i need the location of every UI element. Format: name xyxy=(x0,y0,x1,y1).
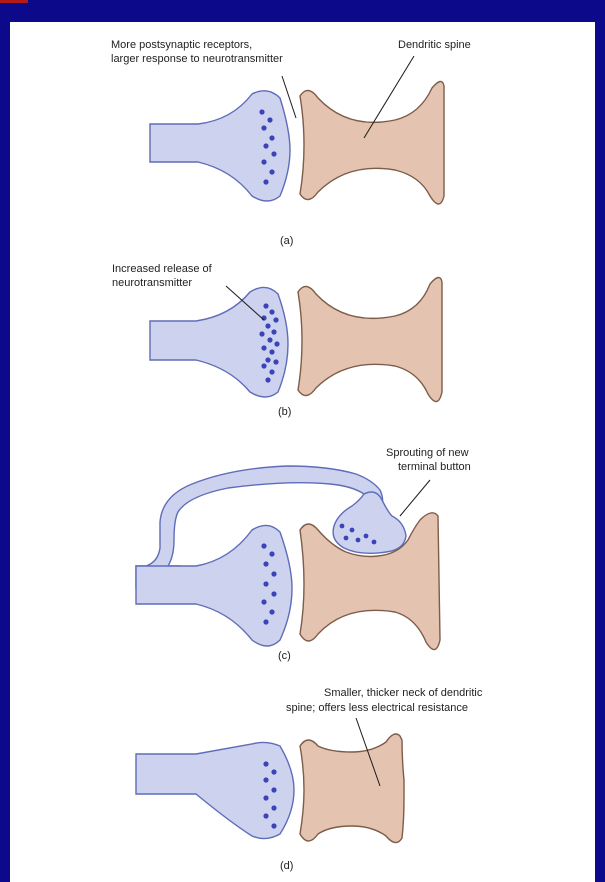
caption-b: (b) xyxy=(278,406,291,418)
vesicle xyxy=(269,349,274,354)
dendritic-spine-d xyxy=(300,734,404,843)
panel-c: Sprouting of new terminal button (c) xyxy=(136,447,471,662)
vesicle xyxy=(271,571,276,576)
vesicle xyxy=(261,125,266,130)
pointer-line-sprouting xyxy=(400,480,430,516)
dendritic-spine-b xyxy=(298,277,442,401)
label-sprouting-line1: Sprouting of new xyxy=(386,447,469,459)
vesicle xyxy=(263,303,268,308)
vesicle xyxy=(265,377,270,382)
vesicle xyxy=(265,357,270,362)
label-neck-line1: Smaller, thicker neck of dendritic xyxy=(324,687,483,699)
caption-a: (a) xyxy=(280,235,293,247)
dendritic-spine-a xyxy=(300,81,444,204)
vesicle xyxy=(261,543,266,548)
panel-a: More postsynaptic receptors, larger resp… xyxy=(111,39,471,247)
vesicle xyxy=(263,795,268,800)
vesicle xyxy=(263,581,268,586)
vesicle xyxy=(263,179,268,184)
vesicle xyxy=(273,359,278,364)
panel-d: Smaller, thicker neck of dendritic spine… xyxy=(136,687,483,872)
vesicle xyxy=(265,323,270,328)
panel-b: Increased release of neurotransmitter (b… xyxy=(112,263,442,418)
vesicle xyxy=(273,317,278,322)
new-terminal-button xyxy=(333,492,406,553)
vesicle xyxy=(340,524,345,529)
vesicle xyxy=(259,331,264,336)
vesicle xyxy=(350,528,355,533)
vesicle xyxy=(269,609,274,614)
vesicle xyxy=(263,761,268,766)
vesicle xyxy=(263,561,268,566)
vesicle xyxy=(271,769,276,774)
vesicle xyxy=(356,538,361,543)
vesicle xyxy=(261,345,266,350)
label-dendritic-spine: Dendritic spine xyxy=(398,39,471,51)
vesicle xyxy=(269,169,274,174)
vesicle xyxy=(364,534,369,539)
vesicle xyxy=(269,551,274,556)
vesicle xyxy=(271,787,276,792)
vesicle xyxy=(261,363,266,368)
vesicle xyxy=(267,117,272,122)
vesicle xyxy=(271,591,276,596)
caption-d: (d) xyxy=(280,860,293,872)
presynaptic-terminal-d xyxy=(136,742,294,838)
vesicle xyxy=(271,329,276,334)
vesicle xyxy=(274,341,279,346)
vesicle xyxy=(271,805,276,810)
vesicle xyxy=(267,337,272,342)
vesicle xyxy=(271,151,276,156)
vesicle xyxy=(263,813,268,818)
vesicle xyxy=(372,540,377,545)
label-neck-line2: spine; offers less electrical resistance xyxy=(286,702,468,714)
label-release-line1: Increased release of xyxy=(112,263,213,275)
vesicle xyxy=(271,823,276,828)
vesicle xyxy=(261,599,266,604)
vesicle xyxy=(269,135,274,140)
caption-c: (c) xyxy=(278,650,291,662)
label-receptors-line1: More postsynaptic receptors, xyxy=(111,39,252,51)
label-release-line2: neurotransmitter xyxy=(112,277,192,289)
vesicle xyxy=(259,109,264,114)
vesicle xyxy=(344,536,349,541)
vesicle xyxy=(263,143,268,148)
vesicle xyxy=(269,309,274,314)
presynaptic-terminal-a xyxy=(150,91,290,201)
vesicle xyxy=(263,619,268,624)
vesicle xyxy=(263,777,268,782)
vesicle xyxy=(269,369,274,374)
vesicle xyxy=(261,159,266,164)
label-sprouting-line2: terminal button xyxy=(398,461,471,473)
label-receptors-line2: larger response to neurotransmitter xyxy=(111,53,283,65)
